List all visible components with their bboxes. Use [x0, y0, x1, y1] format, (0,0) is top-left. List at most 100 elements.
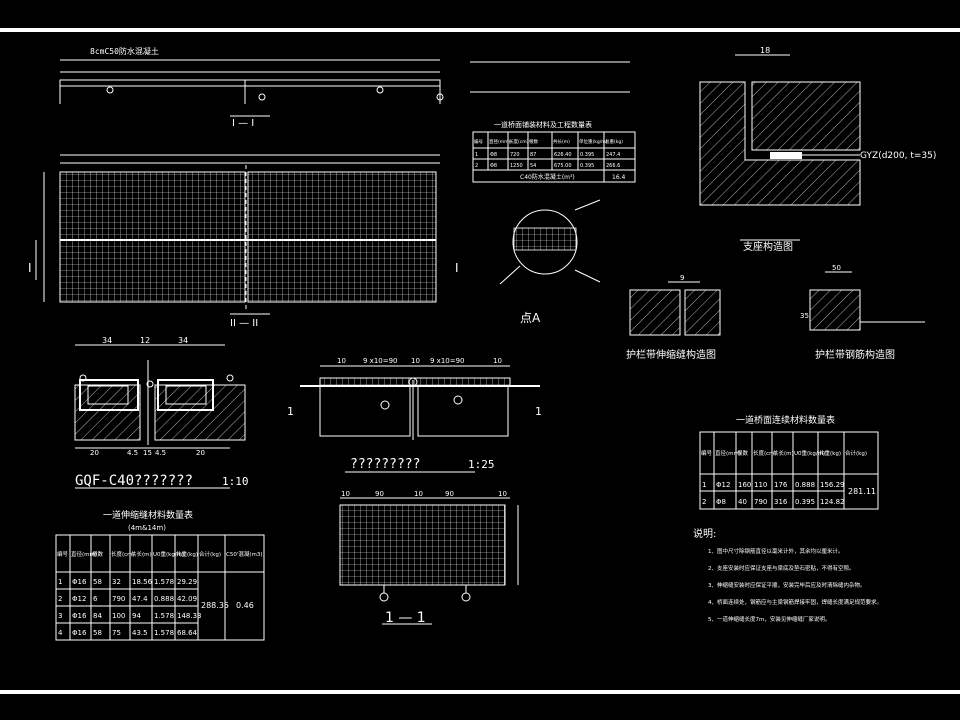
frame-bottom-band: [0, 690, 960, 694]
table-left-cell: 58: [93, 629, 102, 637]
table-right-cell: 0.888: [795, 481, 815, 489]
dim-12: 12: [140, 336, 150, 345]
table-left-cell: 2: [58, 595, 62, 603]
table-left-header: 编号: [57, 550, 69, 558]
table-right-cell: 176: [774, 481, 788, 489]
mark-1-left: 1: [287, 405, 294, 418]
note-item: 4、桥面连续处，钢筋应与主梁钢筋焊接牢固，焊缝长度满足规范要求。: [708, 598, 882, 606]
table-top-cell: 720: [510, 152, 520, 158]
dim-15: 15: [143, 449, 152, 457]
table-right-header: 编号: [701, 449, 713, 457]
table-top-header: 长度(cm): [509, 138, 529, 145]
table-right: 一道桥面连续材料数量表: [699, 414, 879, 510]
dim-45b: 4.5: [155, 449, 166, 457]
guardrail-rebar: 50 35 护栏带钢筋构造图: [800, 264, 925, 361]
dim-g90b: 90: [445, 490, 454, 498]
table-left-header: U0重(kg/m): [153, 550, 184, 558]
table-top-header: 共长(m): [553, 138, 570, 145]
table-left-cell: 3: [58, 612, 62, 620]
table-right-cell: 1: [702, 481, 706, 489]
table-left-cell: 84: [93, 612, 102, 620]
table-right-cell: Φ12: [716, 481, 730, 489]
table-right-cell: 0.395: [795, 498, 815, 506]
dim-p10c: 10: [493, 357, 502, 365]
table-left-cell: Φ16: [72, 612, 87, 620]
note-item: 5、一道伸缩缝长度7m，安装见伸缩缝厂家说明。: [708, 615, 830, 623]
table-top-cell: Φ8: [490, 163, 497, 169]
table-top-cell: 247.4: [606, 152, 620, 158]
section-II-II-label: II — II: [230, 318, 258, 329]
dim-18: 18: [760, 46, 770, 55]
section-I-I-label: I — I: [232, 118, 254, 129]
dim-p9x10b: 9 x10=90: [430, 357, 465, 365]
plan-II-II: I I II — II: [28, 154, 459, 329]
table-top-cell: 675.00: [554, 163, 572, 169]
table-left-cell: 100: [112, 612, 125, 620]
table-top-cell: 0.395: [580, 152, 594, 158]
table-right-headers: 编号直径(mm)根数长度(cm)共长(m)U0重(kg/m)共重(kg)合计(k…: [701, 449, 867, 457]
table-right-cell: 124.82: [820, 498, 845, 506]
dim-34b: 34: [178, 336, 188, 345]
gqf-title: GQF-C40???????: [75, 473, 193, 489]
table-left-cell: 32: [112, 578, 121, 586]
table-left-cell: 58: [93, 578, 102, 586]
table-left-cell: 18.56: [132, 578, 153, 586]
table-left-cell: 43.5: [132, 629, 148, 637]
note-item: 3、伸缩缝安装时应保证平顺，安装完毕后应及时清除缝内杂物。: [708, 581, 866, 589]
table-right-cell: 790: [754, 498, 767, 506]
table-left-header: 共长(m): [131, 550, 152, 558]
detail-A-label: 点A: [520, 311, 541, 325]
section-1-1-grid: 10 90 10 90 10 1 — 1: [339, 490, 519, 626]
overlay-note: 8cmC50防水混凝土: [90, 46, 159, 56]
table-right-header: 合计(kg): [845, 449, 867, 457]
table-left-cell: 47.4: [132, 595, 148, 603]
table-top-footer-value: 16.4: [612, 174, 626, 181]
guardrail-rebar-title: 护栏带钢筋构造图: [815, 348, 895, 361]
table-left-cell: 75: [112, 629, 121, 637]
table-left: 一道伸缩缝材料数量表 (4m&14m): [55, 509, 265, 641]
table-top-cell: 1: [475, 152, 478, 158]
note-item: 1、图中尺寸除钢筋直径以毫米计外，其余均以厘米计。: [708, 547, 844, 555]
table-top: 一道桥面铺装材料及工程数量表: [470, 61, 636, 183]
gqf-joint-section: 34 12 34 20 4.5 15 4.5 20 GQF-C40???????…: [74, 336, 249, 489]
continuity-plan: 10 9 x10=90 10 9 x10=90 10 1 1 ?????????…: [287, 357, 542, 473]
table-left-cell: 68.64: [177, 629, 198, 637]
table-left-title: 一道伸缩缝材料数量表: [103, 509, 193, 521]
dim-9: 9: [680, 274, 684, 282]
table-right-cell: 2: [702, 498, 706, 506]
table-top-footer: C40防水混凝土(m³): [520, 173, 575, 181]
table-left-subtitle: (4m&14m): [128, 524, 166, 532]
support-detail: 18 GYZ(d200, t=35) 支座构造图: [699, 46, 936, 253]
table-right-total: 281.11: [848, 487, 876, 496]
table-right-header: 共长(m): [773, 449, 794, 457]
dim-50: 50: [832, 264, 841, 272]
gqf-scale: 1:10: [222, 475, 249, 488]
dim-p10a: 10: [337, 357, 346, 365]
table-left-header: C50'混凝(m3): [226, 550, 263, 558]
dim-p10b: 10: [411, 357, 420, 365]
support-title: 支座构造图: [743, 240, 793, 253]
dim-20a: 20: [90, 449, 99, 457]
table-right-cell: 40: [738, 498, 747, 506]
mark-1-right: 1: [535, 405, 542, 418]
table-left-header: 根数: [92, 550, 104, 558]
table-top-cell: 266.6: [606, 163, 620, 169]
dim-35: 35: [800, 312, 809, 320]
table-top-title: 一道桥面铺装材料及工程数量表: [494, 120, 592, 129]
table-right-header: 直径(mm): [715, 449, 741, 457]
table-right-header: 长度(cm): [753, 449, 777, 457]
table-left-cell: 6: [93, 595, 98, 603]
table-right-header: 根数: [737, 449, 749, 457]
dim-g90a: 90: [375, 490, 384, 498]
frame-top-band: [0, 28, 960, 32]
table-left-cell: 1.578: [154, 629, 174, 637]
dim-34a: 34: [102, 336, 112, 345]
table-left-header: 长度(cm): [111, 550, 135, 558]
table-right-cell: 110: [754, 481, 767, 489]
table-left-cell: 148.33: [177, 612, 202, 620]
table-top-header: 根数: [529, 138, 538, 145]
table-top-header: 单位重(kg/m): [579, 138, 608, 145]
